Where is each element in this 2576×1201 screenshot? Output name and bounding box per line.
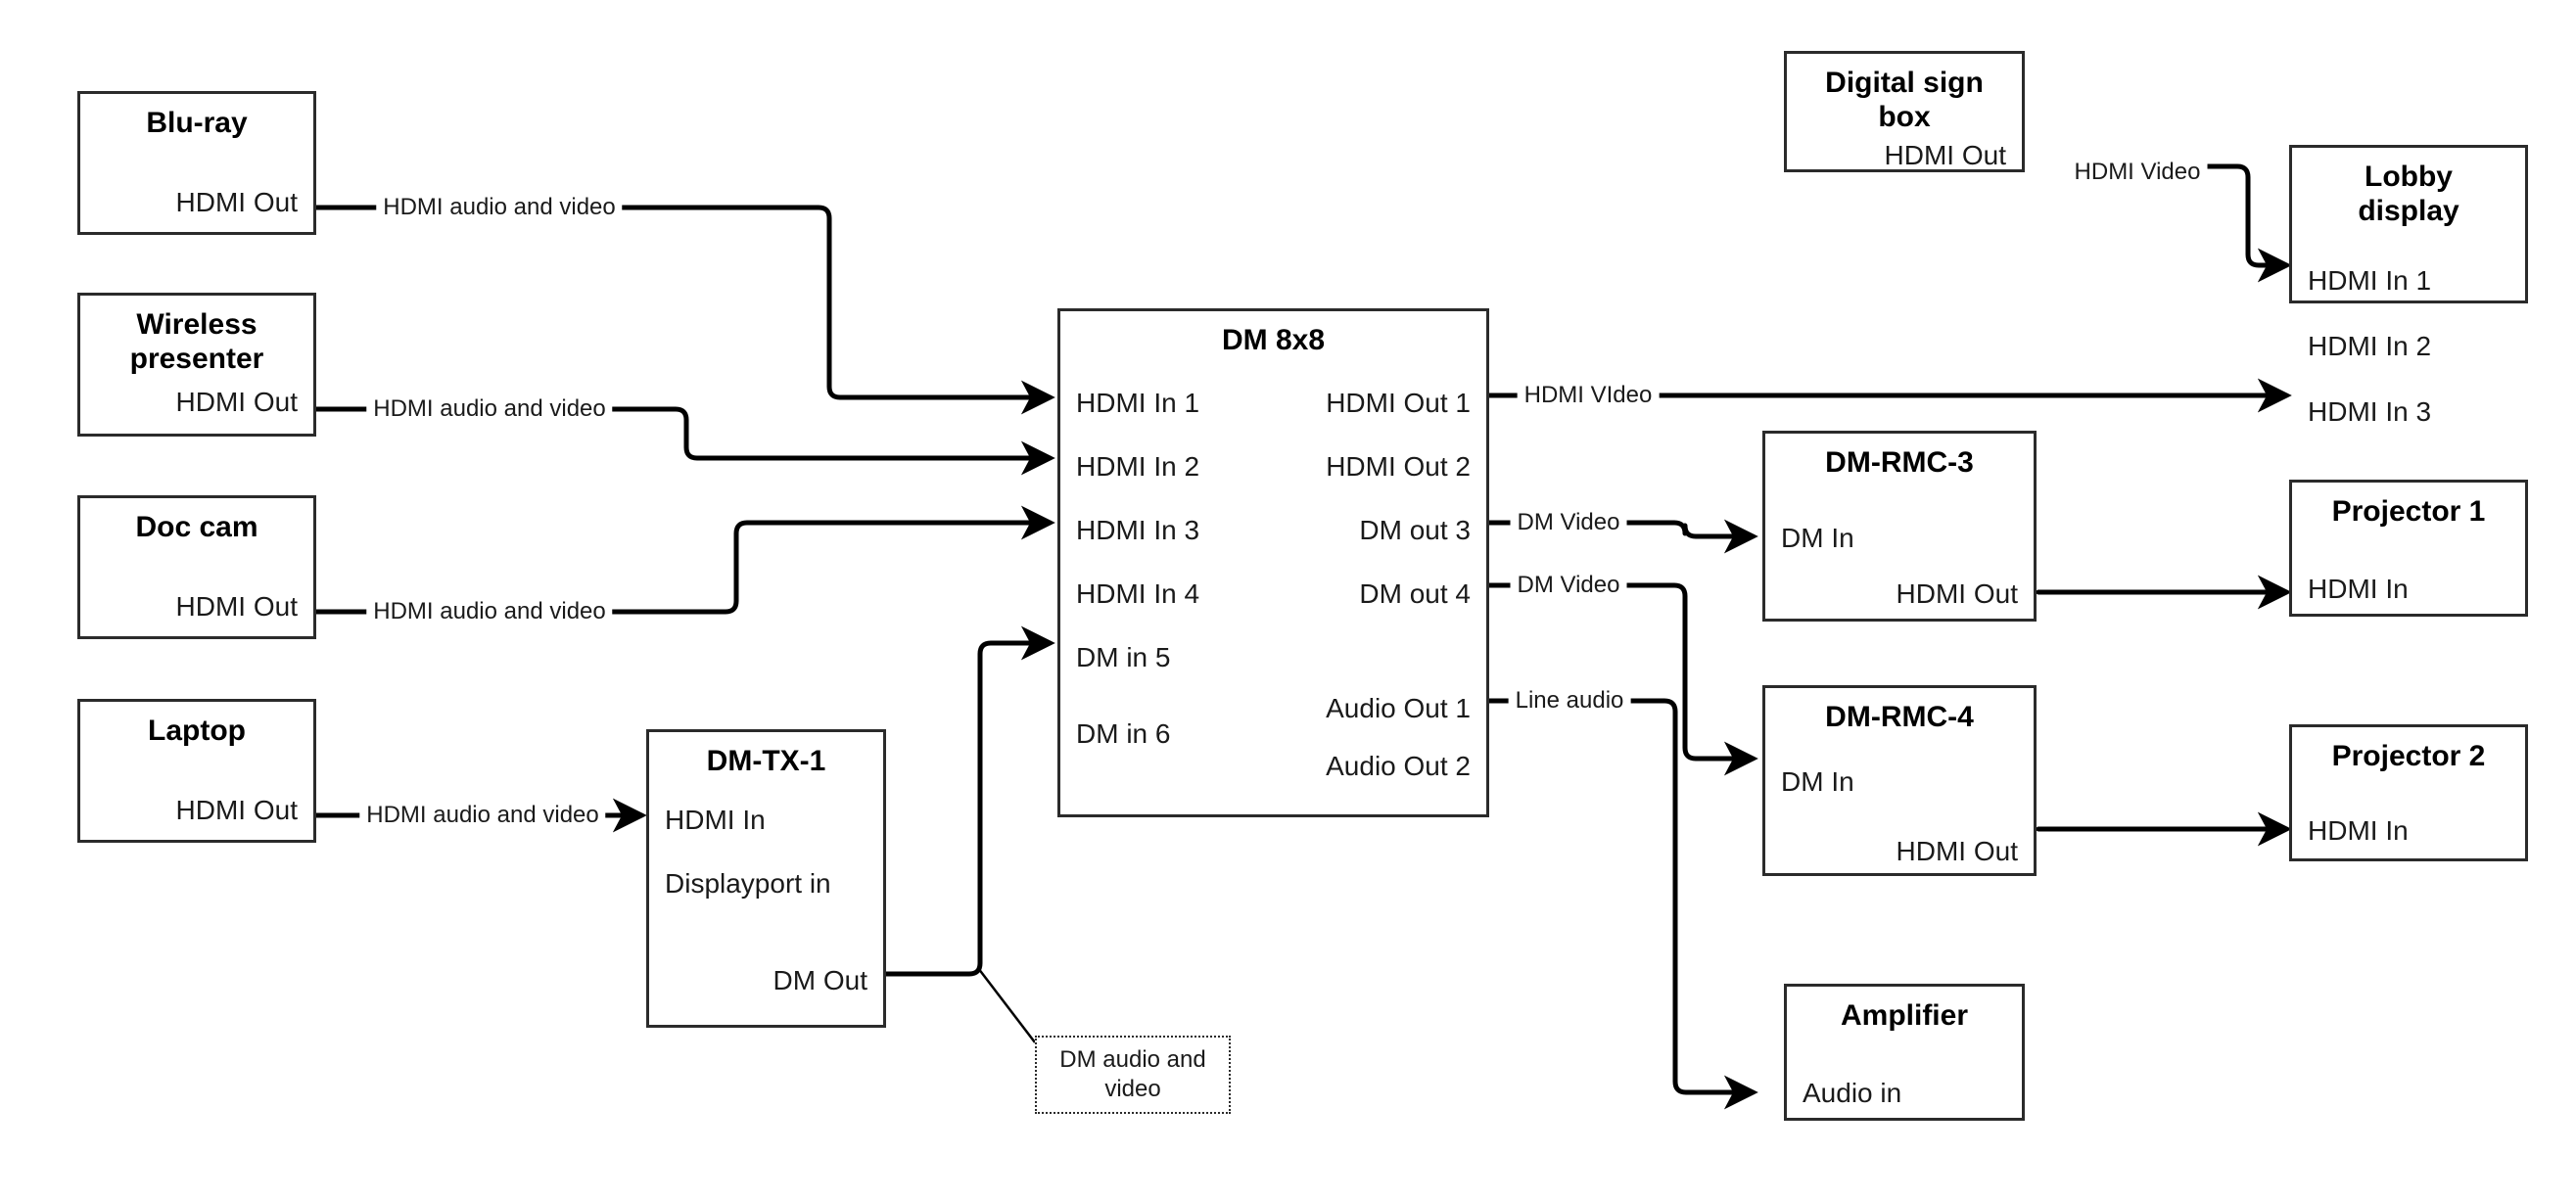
port-dmrmc3-hdmi-out[interactable]: HDMI Out: [1896, 578, 2018, 610]
port-dmrmc3-dm-in[interactable]: DM In: [1781, 523, 1854, 554]
node-dm-rmc-4[interactable]: DM-RMC-4 DM In HDMI Out: [1762, 685, 2037, 876]
wire-doccam-to-dm8x8-hdmi-in-3: [313, 505, 1055, 615]
port-dmtx1-dm-out[interactable]: DM Out: [773, 965, 867, 996]
node-dm-tx-1-title: DM-TX-1: [706, 745, 826, 777]
node-projector-2[interactable]: Projector 2 HDMI In: [2289, 724, 2528, 861]
port-dm8x8-dm-out-4[interactable]: DM out 4: [1359, 578, 1471, 610]
wire-dm8x8-dm-out-3-to-dmrmc3: [1486, 519, 1758, 554]
port-dmtx1-hdmi-in[interactable]: HDMI In: [665, 805, 766, 836]
wire-dm8x8-dm-out-4-to-dmrmc4: [1486, 582, 1758, 776]
node-dm-8x8-title: DM 8x8: [1221, 324, 1326, 356]
node-projector-2-title: Projector 2: [2331, 740, 2486, 772]
node-laptop[interactable]: Laptop HDMI Out: [77, 699, 316, 843]
node-bluray[interactable]: Blu-ray HDMI Out: [77, 91, 316, 235]
node-bluray-title: Blu-ray: [146, 107, 248, 139]
port-dmtx1-displayport-in[interactable]: Displayport in: [665, 868, 831, 900]
wire-wireless-to-dm8x8-hdmi-in-2: [313, 406, 1055, 476]
port-dmrmc4-dm-in[interactable]: DM In: [1781, 766, 1854, 798]
node-dm-rmc-3-title: DM-RMC-3: [1825, 446, 1974, 479]
wire-dm8x8-audio-out-1-to-amplifier: [1486, 698, 1758, 1110]
port-wireless-hdmi-out[interactable]: HDMI Out: [175, 386, 298, 417]
port-lobby-hdmi-in-1[interactable]: HDMI In 1: [2308, 264, 2432, 296]
node-projector-1[interactable]: Projector 1 HDMI In: [2289, 480, 2528, 617]
port-dm8x8-audio-out-1[interactable]: Audio Out 1: [1326, 693, 1471, 724]
port-projector2-hdmi-in[interactable]: HDMI In: [2308, 815, 2409, 847]
port-bluray-hdmi-out[interactable]: HDMI Out: [175, 187, 298, 218]
port-projector1-hdmi-in[interactable]: HDMI In: [2308, 574, 2409, 605]
edge-label-hdmi-out-1-to-lobby: HDMI VIdeo: [1517, 384, 1660, 407]
wire-bluray-to-dm8x8-hdmi-in-1: [313, 205, 1055, 415]
port-lobby-hdmi-in-2[interactable]: HDMI In 2: [2308, 330, 2432, 361]
node-dm-tx-1[interactable]: DM-TX-1 HDMI In Displayport in DM Out: [646, 729, 886, 1028]
port-laptop-hdmi-out[interactable]: HDMI Out: [175, 795, 298, 826]
edge-label-doccam-to-dm8x8: HDMI audio and video: [366, 600, 613, 624]
port-lobby-hdmi-in-3[interactable]: HDMI In 3: [2308, 395, 2432, 427]
port-dm8x8-dm-in-5[interactable]: DM in 5: [1076, 642, 1171, 673]
edge-label-dm-out-3-to-rmc3: DM Video: [1510, 511, 1627, 534]
edge-label-wireless-to-dm8x8: HDMI audio and video: [366, 397, 613, 421]
wire-signbox-to-lobby-hdmi-in-1: [2183, 163, 2292, 283]
node-projector-1-title: Projector 1: [2331, 495, 2486, 528]
node-dm-8x8[interactable]: DM 8x8 HDMI In 1 HDMI In 2 HDMI In 3 HDM…: [1057, 308, 1489, 817]
port-dm8x8-hdmi-in-4[interactable]: HDMI In 4: [1076, 578, 1200, 610]
callout-dm-audio-and-video: DM audio and video: [1035, 1036, 1231, 1114]
edge-label-audio-out-1-to-amp: Line audio: [1508, 689, 1631, 713]
node-laptop-title: Laptop: [148, 715, 246, 747]
callout-leader-line: [977, 967, 1036, 1043]
port-dm8x8-dm-out-3[interactable]: DM out 3: [1359, 515, 1471, 546]
port-dm8x8-hdmi-out-1[interactable]: HDMI Out 1: [1326, 388, 1471, 419]
port-dm8x8-hdmi-out-2[interactable]: HDMI Out 2: [1326, 451, 1471, 483]
edge-label-bluray-to-dm8x8: HDMI audio and video: [376, 196, 623, 219]
port-dm8x8-hdmi-in-3[interactable]: HDMI In 3: [1076, 515, 1200, 546]
node-doc-cam[interactable]: Doc cam HDMI Out: [77, 495, 316, 639]
node-dm-rmc-3[interactable]: DM-RMC-3 DM In HDMI Out: [1762, 431, 2037, 622]
edge-label-signbox-to-lobby: HDMI Video: [2067, 161, 2208, 184]
node-doc-cam-title: Doc cam: [135, 511, 258, 543]
node-dm-rmc-4-title: DM-RMC-4: [1825, 701, 1974, 733]
node-amplifier[interactable]: Amplifier Audio in: [1784, 984, 2025, 1121]
node-amplifier-title: Amplifier: [1840, 999, 1969, 1032]
port-dm8x8-hdmi-in-1[interactable]: HDMI In 1: [1076, 388, 1200, 419]
port-dmrmc4-hdmi-out[interactable]: HDMI Out: [1896, 836, 2018, 867]
edge-label-laptop-to-dmtx1: HDMI audio and video: [359, 804, 606, 827]
wire-dmtx1-to-dm8x8-dm-in-5: [883, 625, 1055, 977]
port-dm8x8-hdmi-in-2[interactable]: HDMI In 2: [1076, 451, 1200, 483]
port-dm8x8-audio-out-2[interactable]: Audio Out 2: [1326, 751, 1471, 782]
edge-label-dm-out-4-to-rmc4: DM Video: [1510, 574, 1627, 597]
port-signbox-hdmi-out[interactable]: HDMI Out: [1884, 139, 2006, 170]
port-doccam-hdmi-out[interactable]: HDMI Out: [175, 591, 298, 623]
port-dm8x8-dm-in-6[interactable]: DM in 6: [1076, 718, 1171, 750]
port-amplifier-audio-in[interactable]: Audio in: [1803, 1078, 1902, 1109]
